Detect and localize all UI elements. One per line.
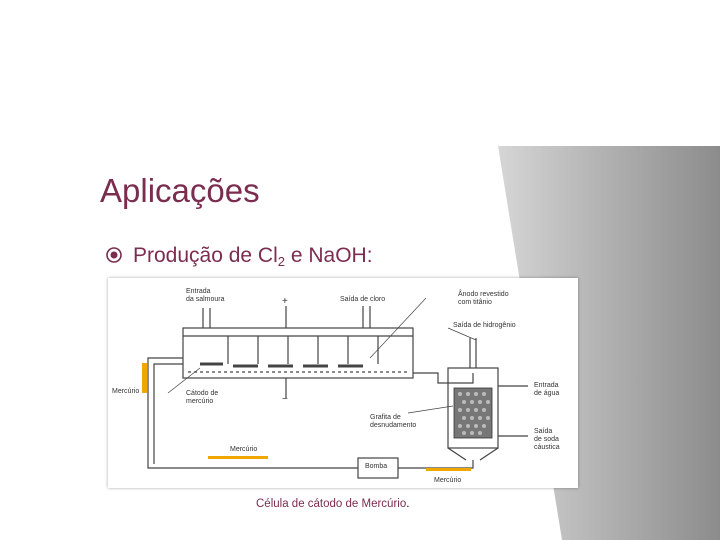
slide-title: Aplicações <box>100 172 260 209</box>
label-entrada-agua: Entrada de água <box>534 382 560 397</box>
brine-inlet-pipe <box>202 308 211 328</box>
bullet-text: Produção de Cl2 e NaOH: <box>133 244 373 269</box>
pump <box>357 457 399 479</box>
label-catodo: Cátodo de mercúrio <box>186 390 219 405</box>
diagram-drawing <box>142 297 528 479</box>
figure-caption: Célula de cátodo de Mercúrio. <box>256 498 409 510</box>
hydrogen-outlet-pipe <box>469 338 477 368</box>
mercury-return-pipe <box>398 460 474 469</box>
mercury-cell-diagram: Entrada da salmoura Saída de cloro Ânodo… <box>108 278 578 488</box>
mercury-outflow-pipe <box>413 372 474 384</box>
mercury-highlight-bottom <box>208 456 268 459</box>
bullet-item: Produção de Cl2 e NaOH: <box>105 244 373 269</box>
label-plus: + <box>282 296 288 307</box>
decomposer-tower <box>447 367 499 449</box>
mercury-highlight-right <box>426 468 471 471</box>
bullet-subscript: 2 <box>277 254 285 269</box>
label-bomba: Bomba <box>365 463 388 470</box>
label-anodo: Ânodo revestido com titânio <box>458 291 509 306</box>
label-saida-soda: Saída de soda cáustica <box>534 428 560 451</box>
cell-body <box>182 327 414 379</box>
graphite-packing <box>453 387 493 439</box>
caption-text: Célula de cátodo de Mercúrio <box>256 498 407 510</box>
bullet-text-suffix: e NaOH: <box>285 244 373 267</box>
label-mercurio-bottom: Mercúrio <box>230 446 258 453</box>
label-mercurio-left: Mercúrio <box>112 388 140 395</box>
caption-period: . <box>406 498 410 510</box>
label-minus: − <box>282 394 288 405</box>
circle-bullet-icon <box>106 247 122 263</box>
label-saida-cloro: Saída de cloro <box>340 296 386 303</box>
mercury-highlight-left <box>142 363 147 393</box>
label-entrada-salmoura: Entrada da salmoura <box>186 288 225 303</box>
bullet-text-prefix: Produção de Cl <box>133 244 278 267</box>
label-saida-hidrogenio: Saída de hidrogênio <box>453 322 516 329</box>
label-mercurio-right: Mercúrio <box>434 477 462 484</box>
chlorine-outlet-pipe <box>362 306 371 328</box>
label-grafita: Grafita de desnudamento <box>370 414 417 429</box>
